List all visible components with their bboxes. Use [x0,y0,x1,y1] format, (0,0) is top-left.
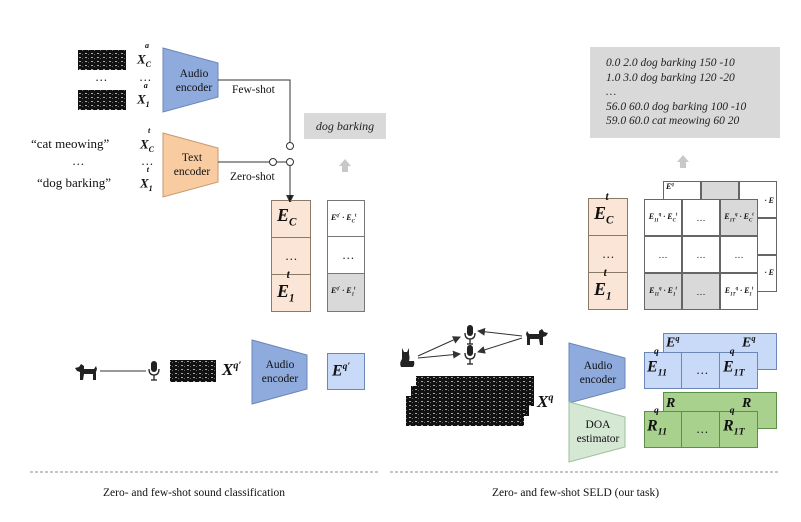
ellipsis: … [139,70,152,84]
x-1-t-symbol: X1t [140,165,153,193]
similarity-cell: … [327,237,365,274]
doa-embedding-cell [644,411,682,448]
similarity-cell: … [682,236,720,273]
few-shot-line [218,79,291,143]
output-line: 1.0 3.0 dog barking 120 -20 [606,71,735,84]
dog-icon [75,364,97,380]
e-11-q-symbol: E11q [647,346,668,379]
ellipsis: … [141,154,154,168]
audio-encoder-shape [162,47,219,113]
cat-mic-arrow [417,336,461,357]
x-q-symbol: Xq [537,392,554,411]
output-line: … [606,86,617,98]
x-1-a-symbol: X1a [137,81,150,109]
similarity-cell: Eq′ · ECt [327,200,365,237]
text-encoder-shape [162,132,219,198]
spectrogram-image [78,50,126,70]
few-shot-label: Few-shot [232,84,275,96]
audio-embedding-cell [644,352,682,389]
caption-right: Zero- and few-shot SELD (our task) [492,487,660,499]
spectrogram-image [78,90,126,110]
output-line: 56.0 60.0 dog barking 100 -10 [606,100,747,113]
switch-node [286,158,294,166]
similarity-cell: E1Tq · E1t [720,273,758,310]
doa-estimator-shape [568,401,626,463]
text-embedding-column [271,200,311,312]
dog-icon [526,329,548,345]
e-c-t-symbol: ECt [277,193,297,229]
cat-icon [400,348,415,367]
audio-encoder-label: Audio encoder [261,359,299,385]
x-c-a-symbol: XCa [137,41,152,69]
microphone-icon [464,325,476,345]
similarity-cell: … [644,236,682,273]
similarity-cell: … [682,199,720,236]
cat-mic-arrow [417,350,461,359]
similarity-cell: E11q · ECt [644,199,682,236]
r-1t-q-symbol: R1Tq [723,405,745,438]
x-c-t-symbol: XCt [140,126,155,154]
dog-mic-arrow [477,337,523,354]
caption-left: Zero- and few-shot sound classification [103,487,286,499]
arrow-up-icon [339,159,351,172]
audio-embedding-cell [720,352,758,389]
similarity-cell: … [682,273,720,310]
zero-shot-label: Zero-shot [230,171,275,183]
microphone-icon [464,345,476,365]
switch-node [286,142,294,150]
microphone-icon [148,361,160,381]
classification-output: dog barking [304,113,386,139]
output-line: 59.0 60.0 cat meowing 60 20 [606,115,740,127]
ellipsis: … [285,249,298,263]
ellipsis: … [602,247,615,261]
e-q-prime-symbol: Eq′ [332,361,351,380]
ellipsis: … [696,363,709,377]
e-1-t-symbol: E1t [277,269,295,305]
arrow-up-icon [677,155,689,168]
audio-encoder-shape [251,339,308,405]
text-prompt-cat: “cat meowing” [31,136,110,151]
similarity-cell: E11q · E1t [644,273,682,310]
e-1-t-symbol: E1t [594,267,612,303]
text-prompt-dog: “dog barking” [37,175,112,190]
spectrogram-image [406,396,524,426]
audio-encoder-label: Audio encoder [175,68,213,94]
ellipsis: … [95,70,108,84]
text-encoder-label: Text encoder [173,152,211,178]
seld-output: 0.0 2.0 dog barking 150 -10 1.0 3.0 dog … [590,47,780,138]
output-line: 0.0 2.0 dog barking 150 -10 [606,57,735,69]
x-q-prime-symbol: Xq′ [222,360,242,379]
e-1t-q-symbol: E1Tq [723,346,745,379]
e-c-t-symbol: ECt [594,191,614,227]
query-embedding-box [327,353,365,390]
switch-node [269,158,277,166]
similarity-cell: Eq′ · E1t [327,274,365,312]
audio-encoder-shape [568,342,626,404]
ellipsis: … [72,154,85,168]
r-11-q-symbol: R11q [647,405,668,438]
audio-encoder-label: Audio encoder [579,360,617,386]
similarity-cell: E1Tq · ECt [720,199,758,236]
spectrogram-image [170,360,216,382]
similarity-cell: … [720,236,758,273]
text-embedding-column [588,198,628,310]
doa-embedding-cell [682,411,720,448]
ellipsis: … [696,422,709,436]
doa-estimator-label: DOA estimator [576,419,620,445]
audio-embedding-cell [682,352,720,389]
doa-embedding-cell [720,411,758,448]
dog-mic-arrow [477,327,523,337]
